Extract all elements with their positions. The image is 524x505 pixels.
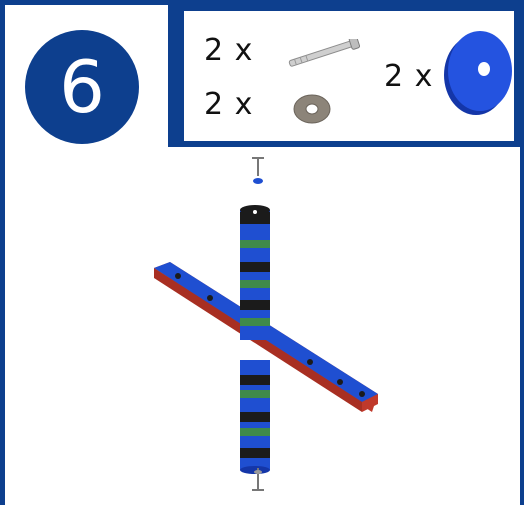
vertical-post-upper	[240, 205, 270, 340]
step-cell: 6	[5, 5, 168, 147]
parts-list-panel: 2 x 2 x 2 x	[184, 11, 514, 141]
screw-icon	[288, 39, 361, 67]
assembly-illustration	[154, 157, 378, 491]
parts-list: 2 x 2 x 2 x	[178, 5, 520, 147]
step-number: 6	[59, 45, 105, 129]
part-quantity-washer: 2 x	[204, 87, 254, 122]
vertical-post-lower	[240, 360, 270, 474]
washer-icon	[293, 94, 331, 124]
top-washer-icon	[253, 178, 263, 184]
header-divider	[168, 5, 178, 147]
step-badge: 6	[25, 30, 139, 144]
top-screw-icon	[252, 157, 264, 176]
part-quantity-disc: 2 x	[384, 59, 434, 94]
blue-disc-icon	[444, 31, 512, 115]
part-quantity-screw: 2 x	[204, 33, 254, 68]
bottom-screw-icon	[252, 468, 264, 491]
